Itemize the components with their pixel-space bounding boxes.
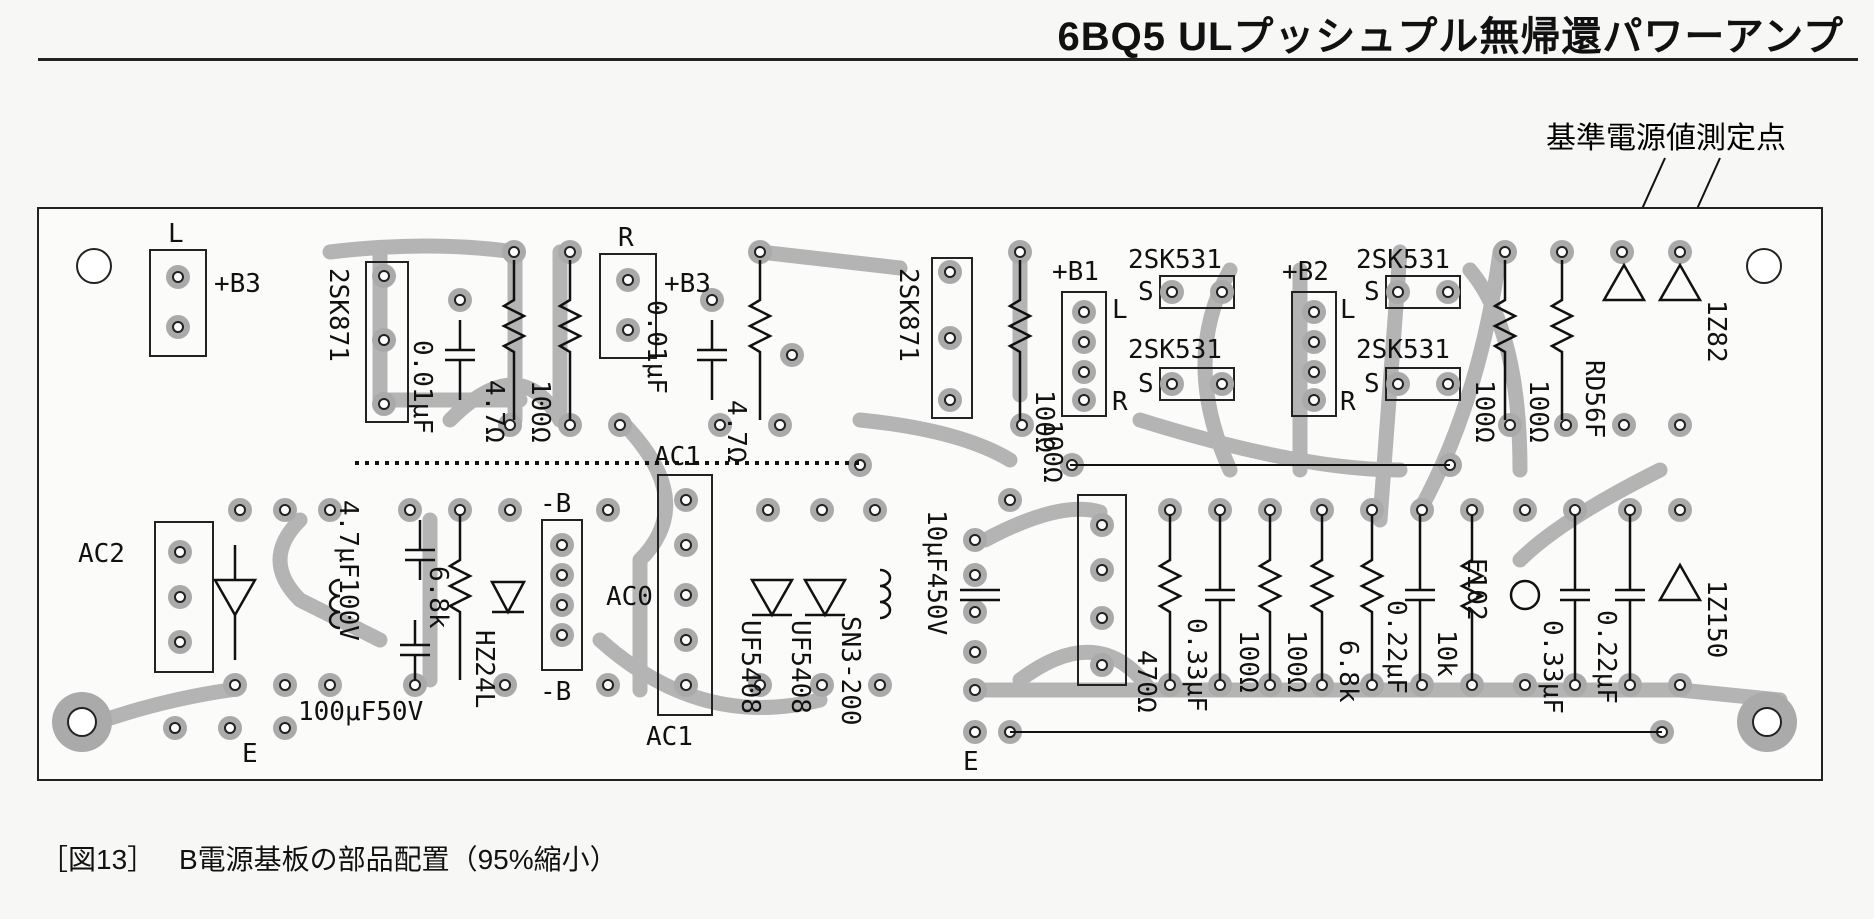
label-E-left: E — [242, 739, 258, 769]
label-10uF450V: 10μF450V — [921, 510, 951, 635]
header-rule — [38, 58, 1858, 61]
label-0.33uF-b: 0.33μF — [1537, 620, 1567, 714]
label-R: R — [618, 223, 634, 253]
label-4.7ohm-left: 4.7Ω — [479, 380, 509, 443]
label-0.22uF-b: 0.22μF — [1591, 610, 1621, 704]
label-4.7uF100V: 4.7μF100V — [333, 500, 363, 641]
label-100ohm-a: 100Ω — [525, 380, 555, 443]
figure-number: ［図13］ — [40, 844, 156, 875]
label-L2: L — [1340, 295, 1356, 325]
label-B2: +B2 — [1282, 257, 1329, 287]
label-10k: 10k — [1431, 630, 1461, 677]
label-AC0: AC0 — [606, 582, 653, 612]
label-B3-left: +B3 — [214, 269, 261, 299]
label-SN3-200: SN3-200 — [835, 616, 865, 726]
e102-component — [1509, 579, 1541, 611]
mount-hole-tl — [76, 248, 112, 284]
label-S1: S — [1138, 277, 1154, 307]
diodes — [212, 262, 1703, 660]
label-RD56F: RD56F — [1579, 360, 1609, 438]
capacitors — [400, 320, 1645, 680]
label-negB-top: -B — [540, 489, 571, 519]
label-B1: +B1 — [1052, 257, 1099, 287]
label-0.22uF-a: 0.22μF — [1381, 600, 1411, 694]
label-1Z82: 1Z82 — [1701, 300, 1731, 363]
label-AC1-bottom: AC1 — [646, 722, 693, 752]
label-4.7ohm-mid: 4.7Ω — [721, 400, 751, 463]
connector-L — [149, 249, 207, 357]
connector-negB — [541, 519, 583, 671]
label-B3-mid: +B3 — [664, 269, 711, 299]
label-UF5408-b: UF5408 — [785, 620, 815, 714]
label-100ohm-f: 100Ω — [1281, 630, 1311, 693]
label-L: L — [168, 219, 184, 249]
label-100ohm-d: 100Ω — [1523, 380, 1553, 443]
inductors — [328, 568, 892, 630]
label-2SK531-d: 2SK531 — [1356, 335, 1450, 365]
connector-right-block — [1077, 494, 1127, 686]
transistor-2SK871-right — [931, 257, 973, 419]
label-UF5408-a: UF5408 — [735, 620, 765, 714]
label-0.01uF-mid: 0.01μF — [641, 300, 671, 394]
label-AC1-top: AC1 — [654, 442, 701, 472]
mount-hole-tr — [1746, 248, 1782, 284]
label-AC2: AC2 — [78, 539, 125, 569]
resistors — [447, 260, 1575, 680]
label-2SK531-c: 2SK531 — [1356, 245, 1450, 275]
label-R1: R — [1112, 387, 1128, 417]
connector-B1 — [1061, 291, 1107, 417]
label-HZ24L: HZ24L — [469, 630, 499, 708]
label-E102: E102 — [1461, 558, 1491, 621]
label-6.8k-right: 6.8k — [1333, 640, 1363, 703]
label-100ohm-c: 100Ω — [1469, 380, 1499, 443]
label-100uF50V: 100μF50V — [298, 697, 423, 727]
label-1Z150: 1Z150 — [1701, 580, 1731, 658]
label-0.33uF-a: 0.33μF — [1181, 618, 1211, 712]
label-negB-bottom: -B — [540, 677, 571, 707]
label-2SK871-right: 2SK871 — [893, 268, 923, 362]
label-S2: S — [1138, 369, 1154, 399]
transistor-2SK871-left — [365, 261, 409, 423]
label-100ohm-g: 100Ω — [1037, 420, 1067, 483]
connector-R — [599, 253, 657, 359]
label-L1: L — [1112, 295, 1128, 325]
label-470ohm: 470Ω — [1131, 650, 1161, 713]
label-100ohm-b: 100Ω — [1029, 390, 1059, 453]
connector-B2 — [1291, 291, 1337, 417]
label-0.01uF-left: 0.01μF — [407, 340, 437, 434]
label-R2: R — [1340, 387, 1356, 417]
label-S4: S — [1364, 369, 1380, 399]
figure-caption: ［図13］ B電源基板の部品配置（95%縮小） — [40, 838, 618, 878]
label-2SK531-a: 2SK531 — [1128, 245, 1222, 275]
connector-AC2 — [154, 521, 214, 673]
label-100ohm-e: 100Ω — [1233, 630, 1263, 693]
label-2SK531-b: 2SK531 — [1128, 335, 1222, 365]
page-header-title: 6BQ5 ULプッシュプル無帰還パワーアンプ — [1057, 15, 1844, 59]
figure-caption-text: B電源基板の部品配置（95%縮小） — [178, 844, 618, 875]
label-S3: S — [1364, 277, 1380, 307]
label-6.8k-left: 6.8k — [423, 566, 453, 629]
label-E-mid: E — [963, 747, 979, 777]
connector-AC1 — [657, 474, 713, 716]
label-2SK871-left: 2SK871 — [323, 268, 353, 362]
callout-measure-point: 基準電源値測定点 — [1546, 121, 1786, 156]
